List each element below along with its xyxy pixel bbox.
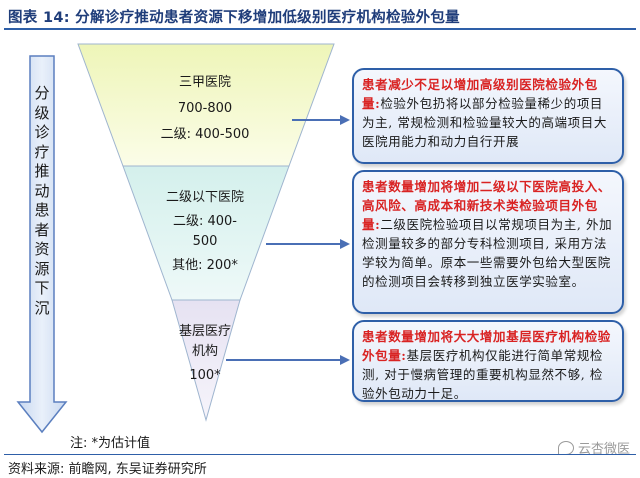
tier-3-name-cont: 机构 <box>191 344 218 359</box>
box-2-highlight: 患者数量增加将增加二级以下医院高投入、高风险、高成本和新技术类检验项目外包量: <box>362 179 611 232</box>
box-1-highlight: 患者减少不足以增加高级别医院检验外包量: <box>362 77 598 111</box>
tier-2-secondary-b: 500 <box>192 234 218 249</box>
box-3-body: 基层医疗机构仅能进行简单常规检测, 对于慢病管理的重要机构显然不够, 检验外包动… <box>362 348 604 401</box>
box-3-highlight: 患者数量增加将大大增加基层医疗机构检验外包量: <box>362 329 611 363</box>
tier-3-name: 基层医疗 <box>178 324 231 339</box>
connector-arrow-1 <box>292 115 350 125</box>
tier-2-label: 二级以下医院 二级: 400- 500 其他: 200* <box>140 188 270 276</box>
tier-3-shape <box>171 299 241 422</box>
source-divider <box>4 454 636 455</box>
connector-arrow-2 <box>266 239 350 249</box>
tier-3-label: 基层医疗 机构 100* <box>150 322 260 386</box>
explanation-box-3: 患者数量增加将大大增加基层医疗机构检验外包量:基层医疗机构仅能进行简单常规检测,… <box>352 320 624 402</box>
box-1-body: 检验外包扔将以部分检验量稀少的项目为主, 常规检测和检验量较大的高端项目大医院用… <box>362 96 607 149</box>
diagram-canvas <box>16 43 350 434</box>
tier-3-value: 100* <box>189 368 221 383</box>
wechat-icon <box>557 440 574 455</box>
estimate-note: 注: *为估计值 <box>70 436 151 451</box>
source-line: 资料来源: 前瞻网, 东吴证券研究所 <box>8 462 207 477</box>
tier-1-label: 三甲医院 700-800 二级: 400-500 <box>140 73 270 145</box>
tier-2-other: 其他: 200* <box>172 258 238 273</box>
tier-1-secondary: 二级: 400-500 <box>160 127 250 142</box>
watermark-text: 云杏微医 <box>577 442 630 457</box>
arrow-label: 分级诊疗推动患者资源下沉 <box>34 84 50 317</box>
tier-2-name: 二级以下医院 <box>165 190 244 205</box>
explanation-box-1: 患者减少不足以增加高级别医院检验外包量:检验外包扔将以部分检验量稀少的项目为主,… <box>352 68 624 164</box>
header-divider <box>4 28 636 30</box>
header: 图表 14: 分解诊疗推动患者资源下移增加低级别医疗机构检验外包量 <box>0 0 640 32</box>
down-arrow-shape <box>16 55 68 434</box>
tier-1-value: 700-800 <box>177 101 233 116</box>
tier-2-secondary-a: 二级: 400- <box>172 214 238 229</box>
box-2-body: 二级医院检验项目以常规项目为主, 外加检测量较多的部分专科检测项目, 采用方法学… <box>362 217 613 289</box>
connector-arrow-3 <box>226 355 350 365</box>
explanation-box-2: 患者数量增加将增加二级以下医院高投入、高风险、高成本和新技术类检验项目外包量:二… <box>352 170 624 314</box>
tier-1-name: 三甲医院 <box>178 75 231 90</box>
figure-title: 图表 14: 分解诊疗推动患者资源下移增加低级别医疗机构检验外包量 <box>8 10 460 26</box>
